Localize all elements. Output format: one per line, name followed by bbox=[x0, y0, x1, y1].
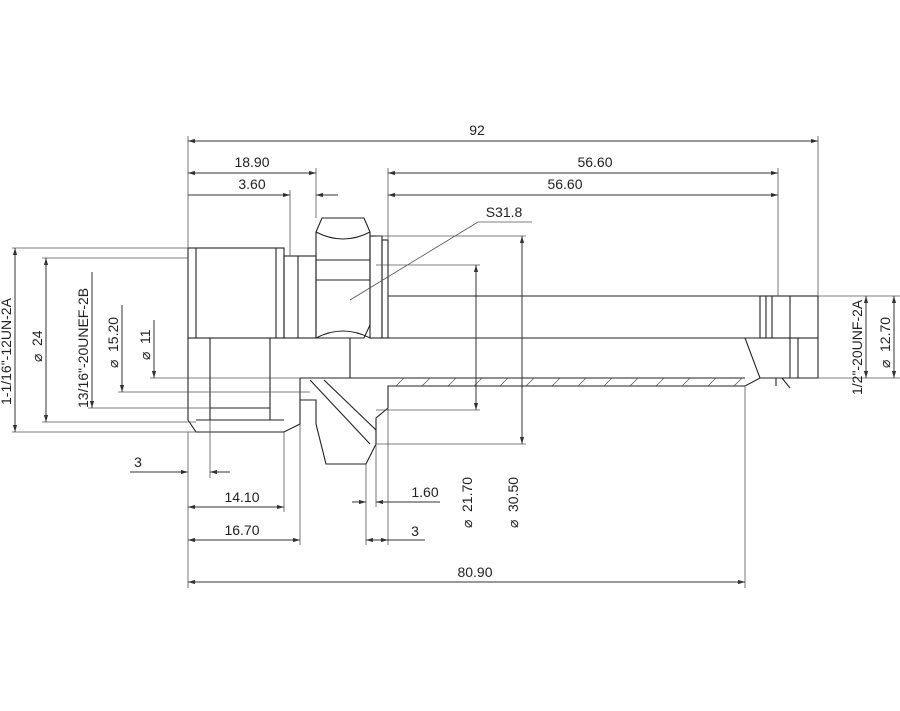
dim-right-thread: 1/2"-20UNF-2A bbox=[849, 299, 865, 395]
dim-overall-length: 92 bbox=[469, 122, 485, 138]
hatch-line bbox=[629, 377, 639, 387]
hatch-line bbox=[473, 377, 483, 387]
hatch-line bbox=[577, 377, 587, 387]
dim-dia-11: ⌀ 11 bbox=[137, 329, 153, 360]
hatch-line bbox=[655, 377, 665, 387]
section-hatching bbox=[395, 377, 743, 387]
hatch-line bbox=[603, 377, 613, 387]
dim-step-1-60: 1.60 bbox=[411, 484, 438, 500]
dim-depth-16-70: 16.70 bbox=[224, 522, 259, 538]
dim-bore-length: 80.90 bbox=[457, 564, 492, 580]
hatch-line bbox=[525, 377, 535, 387]
diameter-symbol: ⌀ bbox=[877, 360, 893, 368]
dim-depth-14-10: 14.10 bbox=[224, 489, 259, 505]
diameter-symbol: ⌀ bbox=[105, 360, 121, 368]
dim-undercut: 3.60 bbox=[238, 176, 265, 192]
dim-dia-30-50-value: 30.50 bbox=[505, 477, 521, 512]
dim-step-3: 3 bbox=[411, 523, 419, 539]
diameter-symbol: ⌀ bbox=[29, 354, 45, 362]
dim-inner-thread: 13/16"-20UNEF-2B bbox=[75, 288, 91, 408]
dim-hex-size: S31.8 bbox=[486, 204, 523, 220]
hatch-line bbox=[707, 377, 717, 387]
hatch-line bbox=[551, 377, 561, 387]
dimension-labels: 92 18.90 3.60 56.60 56.60 S31.8 1-1/16"-… bbox=[0, 122, 893, 580]
dim-tube-length-b: 56.60 bbox=[547, 176, 582, 192]
hatch-line bbox=[499, 377, 509, 387]
hatch-line bbox=[421, 377, 431, 387]
dim-tube-length-a: 56.60 bbox=[577, 154, 612, 170]
part-outline bbox=[187, 217, 819, 465]
hatch-line bbox=[395, 377, 405, 387]
diameter-symbol: ⌀ bbox=[459, 520, 475, 528]
dim-dia-15-20: ⌀ 15.20 bbox=[105, 317, 121, 368]
hatch-line bbox=[733, 377, 743, 387]
diameter-symbol: ⌀ bbox=[137, 352, 153, 360]
dim-thread-length: 18.90 bbox=[234, 154, 269, 170]
hatch-line bbox=[447, 377, 457, 387]
dim-dia-24: ⌀ 24 bbox=[29, 330, 45, 362]
dim-dia-21-70-value: 21.70 bbox=[459, 477, 475, 512]
dim-left-thread-major: 1-1/16"-12UN-2A bbox=[0, 297, 14, 405]
dim-dia-30-50: ⌀ 30.50 bbox=[505, 477, 521, 528]
dim-dia-24-value: 24 bbox=[29, 330, 45, 346]
hatch-line bbox=[681, 377, 691, 387]
dim-dia-15-20-value: 15.20 bbox=[105, 317, 121, 352]
diameter-symbol: ⌀ bbox=[505, 520, 521, 528]
dim-dia-11-value: 11 bbox=[137, 329, 153, 344]
dim-chamfer-left: 3 bbox=[134, 454, 142, 470]
dim-dia-12-70-value: 12.70 bbox=[877, 317, 893, 352]
dimension-lines bbox=[12, 136, 900, 588]
dim-dia-21-70: ⌀ 21.70 bbox=[459, 477, 475, 528]
dim-dia-12-70: ⌀ 12.70 bbox=[877, 317, 893, 368]
